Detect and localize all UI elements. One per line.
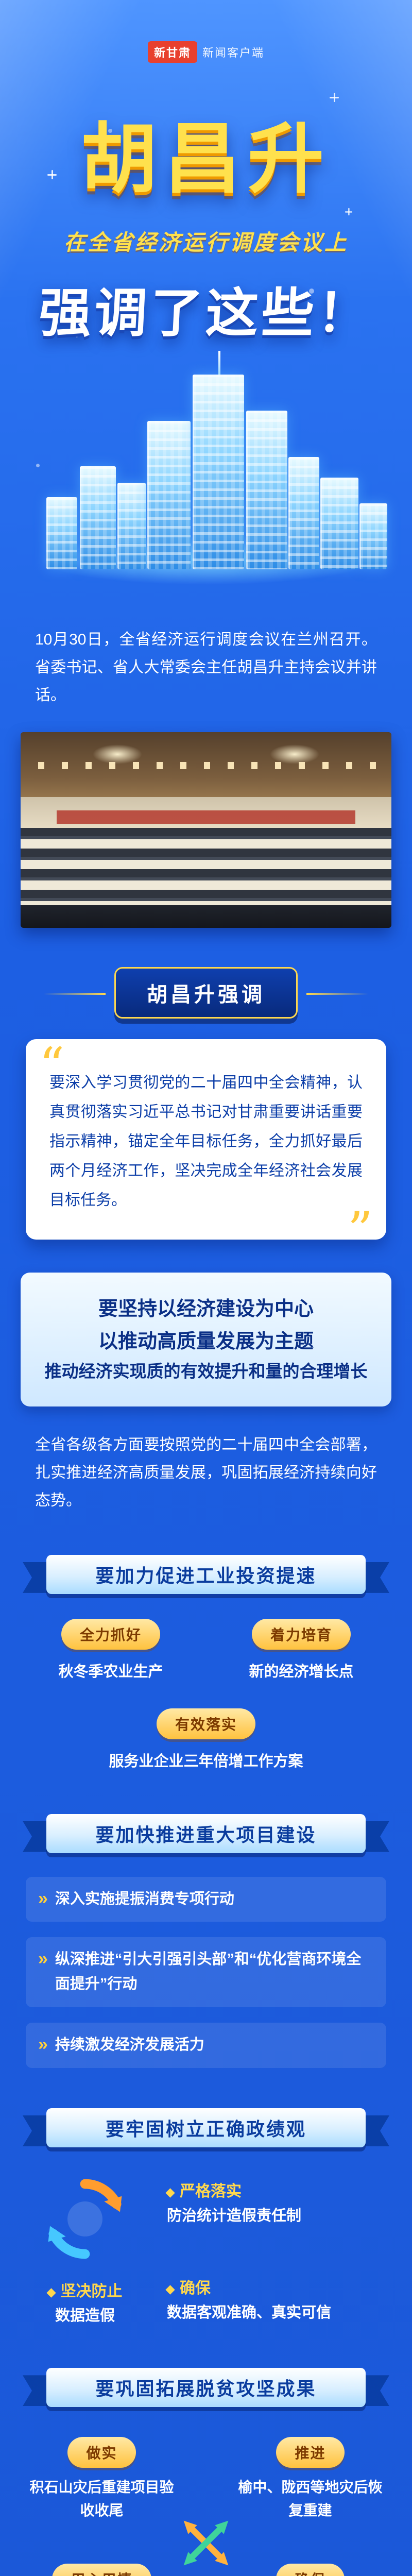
pill-label: 有效落实: [156, 1708, 255, 1740]
point-label: 确保: [167, 2275, 391, 2298]
governance-point: 确保 数据客观准确、真实可信: [167, 2275, 391, 2325]
section-governance-items: 坚决防止 数据造假 严格落实 防治统计造假责任制 确保 数据客观准确、真实可信: [21, 2175, 391, 2328]
intro-paragraph: 10月30日，全省经济运行调度会议在兰州召开。省委书记、省人大常委会主任胡昌升主…: [35, 631, 377, 704]
chevron-icon: »: [38, 1888, 48, 1908]
sparkle-icon: [47, 170, 57, 179]
quote-text: 要深入学习贯彻党的二十届四中全会精神，认真贯彻落实习近平总书记对甘肃重要讲话重要…: [49, 1074, 363, 1209]
emphasis-panel: 要坚持以经济建设为中心 以推动高质量发展为主题 推动经济实现质的有效提升和量的合…: [21, 1273, 391, 1406]
building: [320, 478, 358, 569]
quote-open-icon: “: [39, 1037, 65, 1095]
cycle-arrows-icon: [48, 2179, 122, 2259]
hero-headline: 强调了这些！: [37, 284, 374, 343]
pill-text: 秋冬季农业生产: [58, 1663, 163, 1680]
building-tall: [193, 351, 244, 569]
sparkle-icon: [345, 208, 353, 216]
emphasis-badge: 胡昌升强调: [44, 967, 298, 1019]
lead-paragraph: 全省各级各方面要按照党的二十届四中全会部署，扎实推进经济高质量发展，巩固拓展经济…: [35, 1436, 377, 1509]
emphasis-line-3: 推动经济实现质的有效提升和量的合理增长: [44, 1362, 368, 1381]
building: [80, 466, 116, 569]
emphasis-line-2: 以推动高质量发展为主题: [98, 1330, 314, 1352]
building: [117, 483, 146, 569]
point-text: 数据客观准确、真实可信: [167, 2304, 332, 2321]
dot-decor: [309, 289, 314, 294]
dot-decor: [36, 464, 40, 467]
dot-decor: [108, 129, 112, 133]
quote-card: “ 要深入学习贯彻党的二十届四中全会精神，认真贯彻落实习近平总书记对甘肃重要讲话…: [26, 1037, 386, 1255]
point-text: 防治统计造假责任制: [167, 2207, 302, 2224]
governance-point: 严格落实 防治统计造假责任制: [167, 2178, 391, 2228]
building: [288, 457, 319, 569]
pill-label: 做实: [67, 2437, 136, 2468]
point-label: 坚决防止: [48, 2278, 123, 2301]
brand-logo: 新甘肃: [147, 41, 197, 63]
section-governance-ribbon: 要牢固树立正确政绩观: [46, 2108, 366, 2147]
pill-item: 全力抓好 秋冬季农业生产: [33, 1618, 188, 1684]
quadrant-item: 用心用情 做好结对关爱冬季供暖帮扶工作: [21, 2563, 183, 2576]
section-relief-ribbon: 要巩固拓展脱贫攻坚成果: [46, 2368, 366, 2408]
city-illustration: [10, 351, 402, 587]
section-relief-items: 做实 积石山灾后重建项目验收收尾 推进 榆中、陇西等地灾后恢复重建 用心用情 做…: [21, 2437, 391, 2576]
arrow-text: 深入实施提振消费专项行动: [55, 1890, 234, 1907]
chevron-icon: »: [38, 2035, 48, 2055]
photo-lamp: [93, 744, 142, 764]
quadrant-item: 推进 榆中、陇西等地灾后恢复重建: [229, 2437, 391, 2522]
section-projects-items: » 深入实施提振消费专项行动 » 纵深推进“引大引强引头部”和“优化营商环境全面…: [26, 1876, 386, 2068]
photo-dais: [57, 810, 355, 824]
photo-seating-rows: [21, 828, 391, 905]
pill-item: 着力培育 新的经济增长点: [224, 1618, 379, 1684]
badge-row: 胡昌升强调: [44, 967, 298, 1019]
building: [359, 503, 387, 569]
building: [147, 421, 191, 569]
section-projects-ribbon: 要加快推进重大项目建设: [46, 1814, 366, 1853]
pill-label: 确保: [276, 2563, 345, 2576]
pill-label: 全力抓好: [61, 1618, 160, 1650]
emphasis-line-1: 要坚持以经济建设为中心: [98, 1298, 314, 1320]
pill-label: 用心用情: [52, 2563, 151, 2576]
section-title: 要加力促进工业投资提速: [95, 1565, 317, 1586]
quadrant-text: 积石山灾后重建项目验收收尾: [29, 2479, 174, 2519]
hero-subtitle: 在全省经济运行调度会议上: [63, 230, 348, 255]
hero-name: 胡昌升: [81, 117, 331, 202]
top-brand: 新甘肃 新闻客户端: [147, 41, 265, 63]
building: [46, 497, 77, 569]
section-title: 要牢固树立正确政绩观: [105, 2118, 306, 2140]
pill-text: 服务业企业三年倍增工作方案: [109, 1753, 303, 1770]
section-industry-ribbon: 要加力促进工业投资提速: [46, 1554, 366, 1594]
pill-label: 着力培育: [251, 1618, 351, 1650]
quote-close-icon: ”: [347, 1201, 373, 1259]
meeting-photo: [21, 732, 391, 928]
chevron-icon: »: [38, 1949, 48, 1969]
photo-foreground: [21, 905, 391, 928]
pill-item: 有效落实 服务业企业三年倍增工作方案: [41, 1708, 371, 1773]
pill-label: 推进: [276, 2437, 345, 2468]
arrow-text: 纵深推进“引大引强引头部”和“优化营商环境全面提升”行动: [55, 1951, 362, 1993]
arrow-item: » 深入实施提振消费专项行动: [26, 1876, 386, 1922]
quadrant-item: 做实 积石山灾后重建项目验收收尾: [21, 2437, 183, 2522]
pill-text: 新的经济增长点: [249, 1663, 354, 1680]
quadrant-item: 确保 群众温暖过冬、安心过节: [229, 2563, 391, 2576]
arrow-item: » 纵深推进“引大引强引头部”和“优化营商环境全面提升”行动: [26, 1937, 386, 2008]
point-text: 数据造假: [55, 2307, 115, 2324]
section-title: 要加快推进重大项目建设: [95, 1824, 317, 1845]
quadrant-text: 榆中、陇西等地灾后恢复重建: [238, 2479, 383, 2519]
cross-arrows-icon: [183, 2520, 229, 2566]
photo-lights: [21, 762, 391, 769]
building: [246, 411, 287, 569]
brand-suffix: 新闻客户端: [202, 46, 265, 59]
section-title: 要巩固拓展脱贫攻坚成果: [95, 2378, 317, 2400]
photo-lamp: [270, 744, 319, 764]
governance-point: 坚决防止 数据造假: [48, 2278, 123, 2328]
arrow-item: » 持续激发经济发展活力: [26, 2023, 386, 2068]
arrow-text: 持续激发经济发展活力: [55, 2037, 204, 2054]
section-industry-items: 全力抓好 秋冬季农业生产 着力培育 新的经济增长点 有效落实 服务业企业三年倍增…: [21, 1618, 391, 1774]
point-label: 严格落实: [167, 2178, 391, 2201]
